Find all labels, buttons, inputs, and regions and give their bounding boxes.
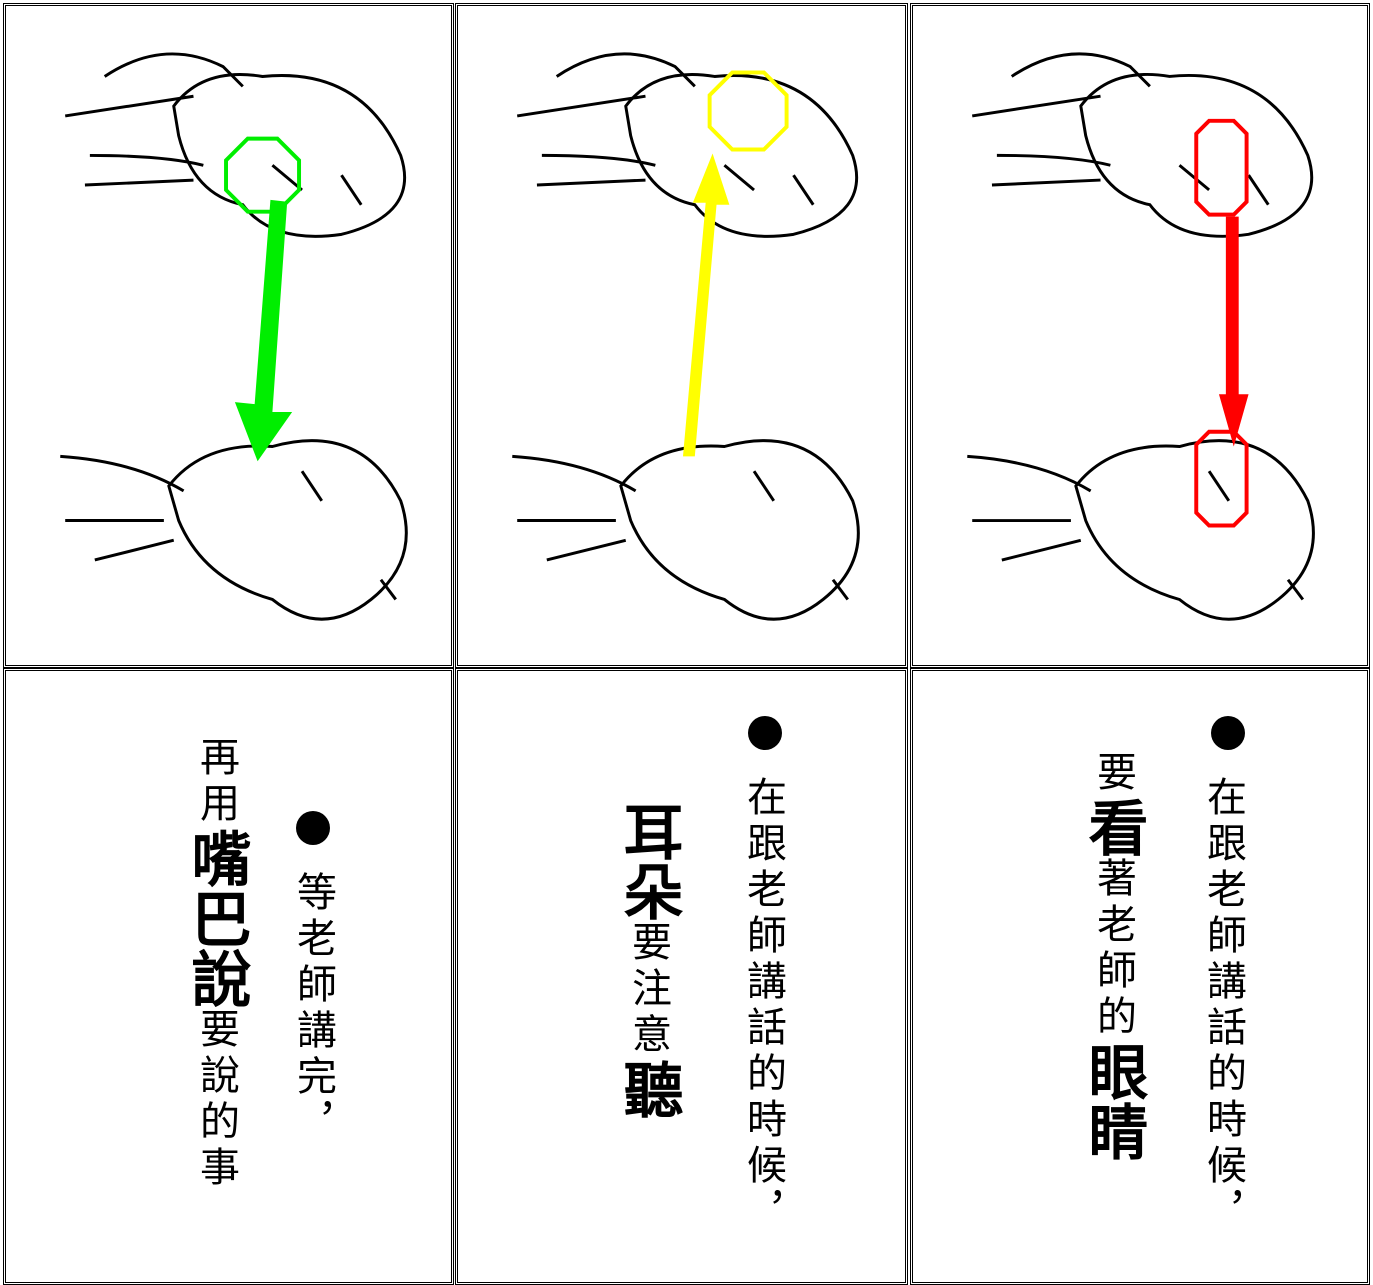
keyword-mouth-speak: 嘴巴說 <box>181 828 251 1008</box>
keyword-look: 看 <box>1078 797 1148 857</box>
text-mouth-panel: 等老師講完， 再用嘴巴說要說的事 <box>3 668 454 1285</box>
red-arrow-icon <box>1218 216 1249 447</box>
illustration-ears-panel <box>455 3 908 668</box>
illustration-mouth-panel <box>3 3 454 668</box>
text-eyes-panel: 在跟老師講話的時候， 要看著老師的眼睛 <box>910 668 1370 1285</box>
instruction-line-1: 等老師講完， <box>290 871 336 1147</box>
keyword-listen: 聽 <box>613 1059 683 1119</box>
bullet-dot <box>1211 716 1245 750</box>
keyword-ears: 耳朵 <box>613 801 683 921</box>
student-eye-highlight <box>1194 429 1249 528</box>
two-people-talking-illustration <box>60 52 408 621</box>
green-arrow-icon <box>234 199 293 462</box>
keyword-eyes: 眼睛 <box>1078 1041 1148 1161</box>
bullet-dot <box>296 811 330 845</box>
illustration-eyes-panel <box>910 3 1370 668</box>
two-people-talking-illustration <box>967 52 1315 621</box>
two-people-talking-illustration <box>512 52 860 621</box>
instruction-line-2: 要看著老師的眼睛 <box>1078 751 1148 1161</box>
instruction-line-1: 在跟老師講話的時候， <box>740 776 786 1236</box>
instruction-line-2: 耳朵要注意聽 <box>613 801 683 1119</box>
teacher-eye-highlight <box>1194 118 1249 217</box>
yellow-arrow-icon <box>682 153 730 457</box>
instruction-line-1: 在跟老師講話的時候， <box>1200 776 1246 1236</box>
bullet-dot <box>748 716 782 750</box>
instruction-line-2: 再用嘴巴說要說的事 <box>181 736 251 1192</box>
ear-highlight-octagon <box>707 70 789 152</box>
text-ears-panel: 在跟老師講話的時候， 耳朵要注意聽 <box>455 668 908 1285</box>
mouth-highlight-octagon <box>224 136 302 214</box>
